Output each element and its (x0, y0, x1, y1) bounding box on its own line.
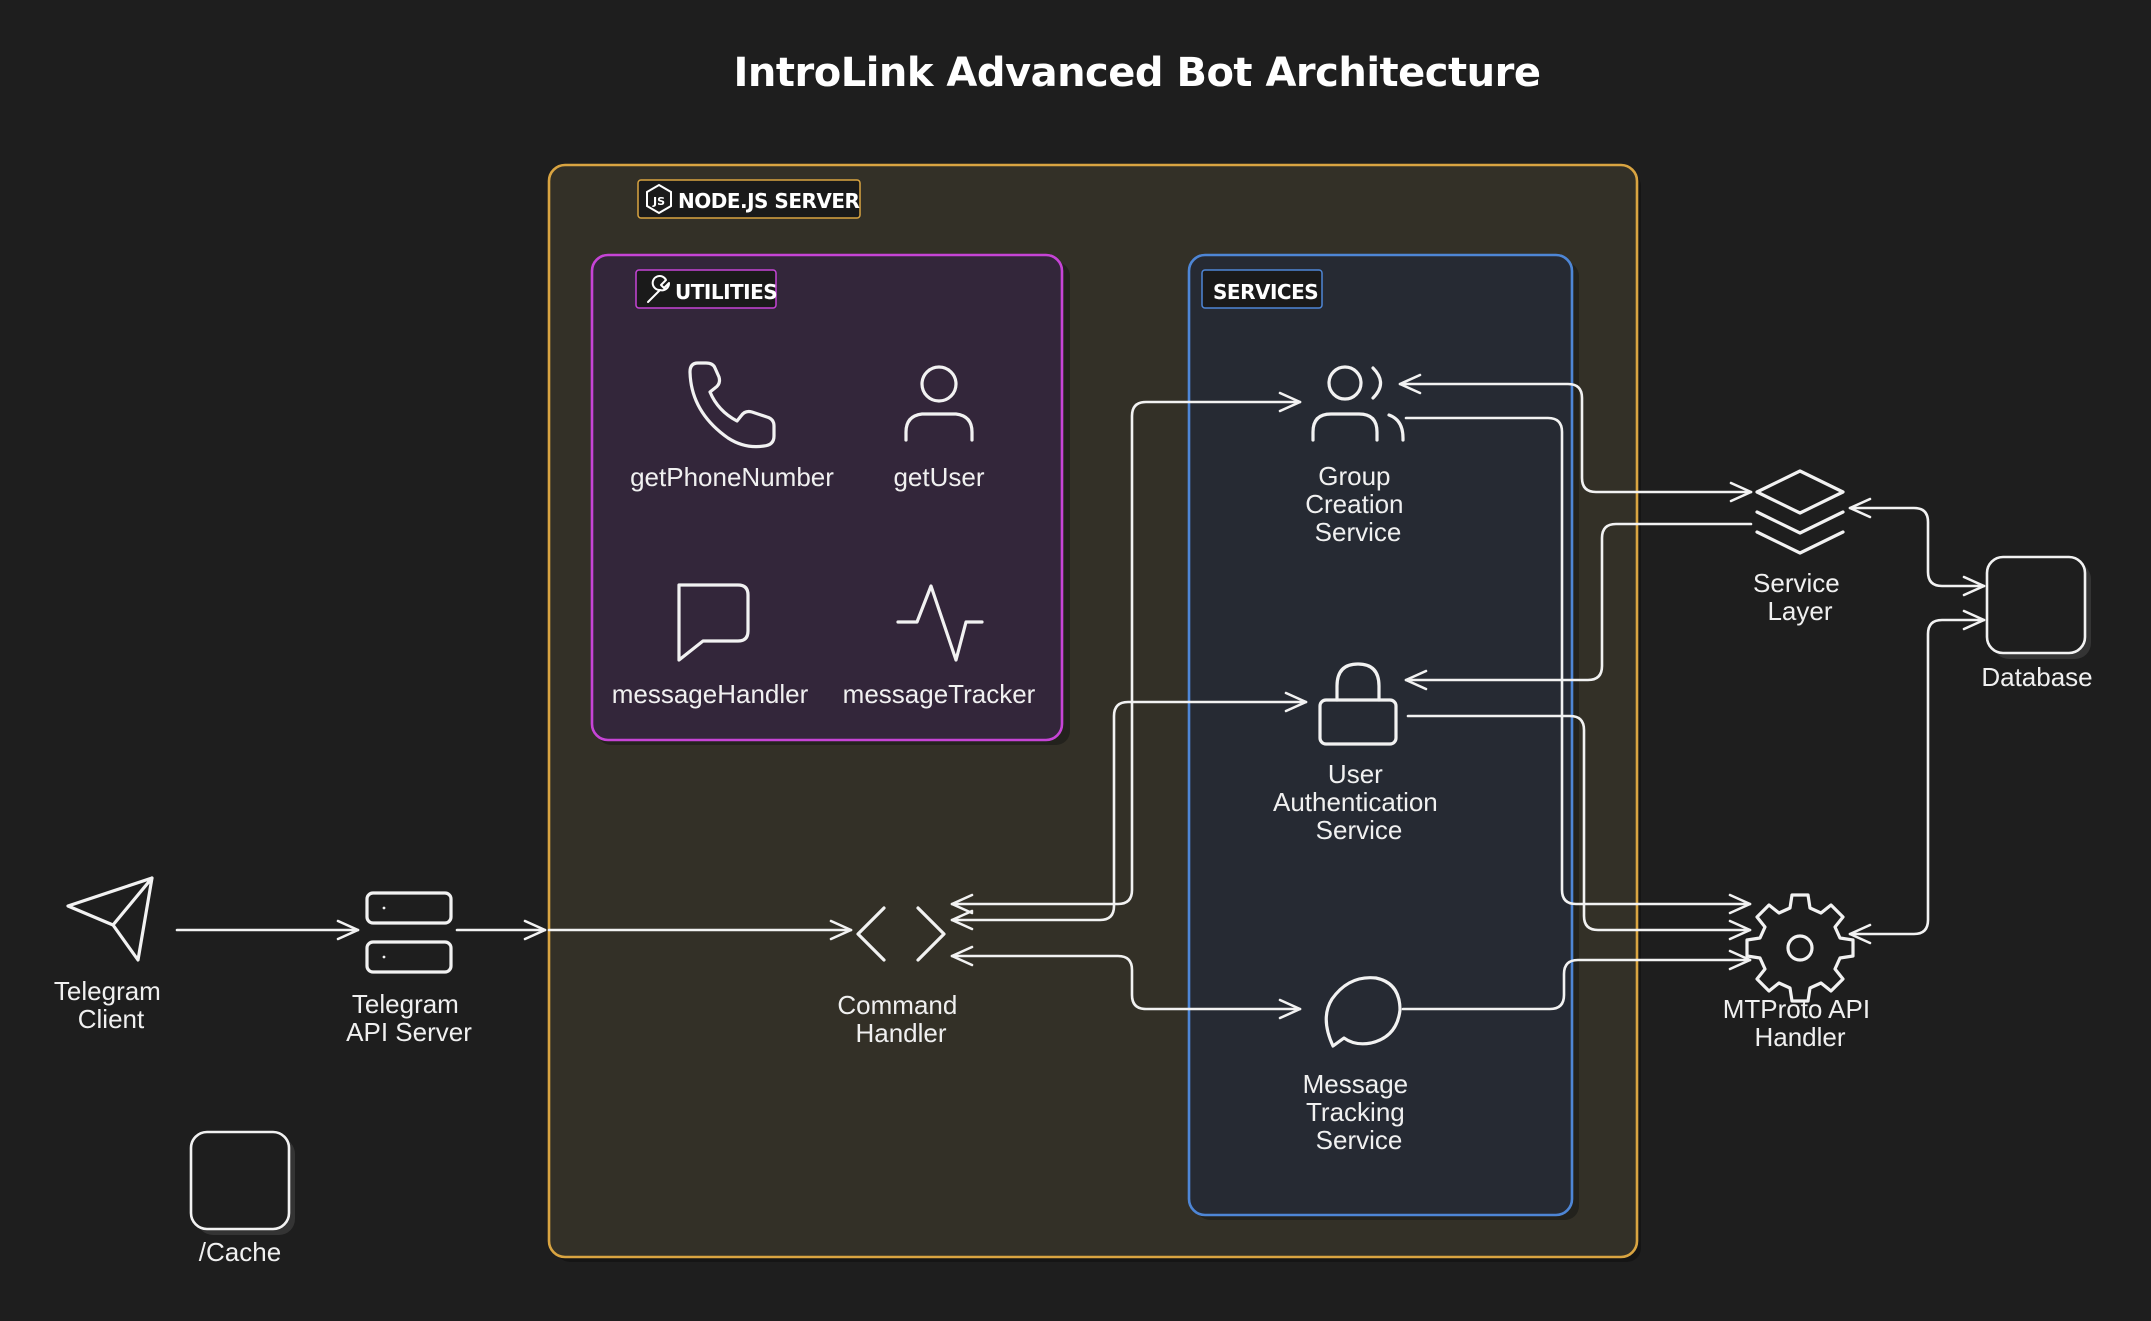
utility-label: messageHandler (612, 679, 809, 709)
server-badge: JS NODE.JS SERVER (637, 179, 861, 219)
phone-icon (688, 361, 776, 449)
message-square-icon (677, 583, 750, 662)
send-icon (66, 876, 154, 962)
arrow-message-tracking-mtproto (1401, 949, 1752, 1011)
wrench-icon (647, 275, 670, 303)
node-label: Telegram Client (54, 976, 168, 1034)
service-label: Message Tracking Service (1303, 1069, 1416, 1155)
server-badge-label: NODE.JS SERVER (678, 189, 860, 213)
arrow-command-message-tracking (950, 945, 1302, 1020)
arrow-client-to-api (175, 919, 360, 941)
nodejs-icon: JS (646, 183, 672, 215)
arrow-service-layer-user-auth (1404, 522, 1753, 691)
services-badge-label: SERVICES (1213, 280, 1318, 304)
service-layer-node: Service Layer (1753, 469, 1847, 626)
server-icon (365, 891, 453, 974)
gear-icon (1745, 893, 1855, 1003)
telegram-api-server-node: Telegram API Server (346, 891, 472, 1047)
node-label: Database (1981, 662, 2092, 692)
telegram-client-node: Telegram Client (54, 876, 168, 1034)
arrow-group-creation-mtproto (1404, 416, 1752, 915)
diagram-title: IntroLink Advanced Bot Architecture (734, 50, 1541, 96)
users-icon (1311, 365, 1405, 442)
utilities-badge-label: UTILITIES (675, 280, 777, 304)
utility-message-handler: messageHandler (612, 583, 809, 709)
arrow-service-layer-database (1848, 497, 1986, 597)
group-creation-service: Group Creation Service (1305, 365, 1411, 547)
arrow-api-to-server (455, 919, 547, 941)
utility-label: getUser (893, 462, 984, 492)
arrow-mtproto-database (1848, 609, 1986, 945)
node-label: Service Layer (1753, 568, 1847, 626)
arrow-group-creation-service-layer (1398, 373, 1753, 503)
node-label: /Cache (199, 1237, 281, 1267)
arrow-user-auth-mtproto (1406, 714, 1752, 941)
svg-text:JS: JS (652, 195, 665, 208)
command-handler-node: Command Handler (837, 906, 964, 1048)
message-tracking-service: Message Tracking Service (1303, 976, 1416, 1155)
code-icon (856, 906, 946, 962)
node-label: Command Handler (837, 990, 964, 1048)
node-label: Telegram API Server (346, 989, 472, 1047)
connectors (175, 373, 1986, 1020)
user-authentication-service: User Authentication Service (1273, 662, 1445, 845)
activity-icon (896, 584, 984, 662)
cache-node: /Cache (189, 1130, 295, 1267)
utility-get-user: getUser (893, 365, 985, 492)
lock-icon (1318, 662, 1398, 746)
layers-icon (1755, 469, 1845, 555)
services-badge: SERVICES (1201, 269, 1323, 309)
utility-message-tracker: messageTracker (843, 584, 1036, 709)
arrow-command-group-creation (950, 391, 1302, 915)
utilities-badge: UTILITIES (635, 269, 778, 309)
arrow-to-command-handler (547, 919, 853, 941)
database-node: Database (1981, 555, 2093, 692)
utility-get-phone-number: getPhoneNumber (630, 361, 834, 492)
node-label: MTProto API Handler (1723, 994, 1878, 1052)
database-shape (1985, 555, 2087, 655)
message-circle-icon (1324, 976, 1402, 1048)
services-container: SERVICES Group Creation Service U (1187, 253, 1579, 1220)
service-label: Group Creation Service (1305, 461, 1411, 547)
utility-label: getPhoneNumber (630, 462, 834, 492)
arrow-command-user-auth (950, 691, 1308, 931)
user-icon (904, 365, 974, 442)
utility-label: messageTracker (843, 679, 1036, 709)
cache-shape (189, 1130, 291, 1231)
utilities-container: UTILITIES getPhoneNumber getUser message… (590, 253, 1070, 745)
service-label: User Authentication Service (1273, 759, 1445, 845)
mtproto-node: MTProto API Handler (1723, 893, 1878, 1052)
